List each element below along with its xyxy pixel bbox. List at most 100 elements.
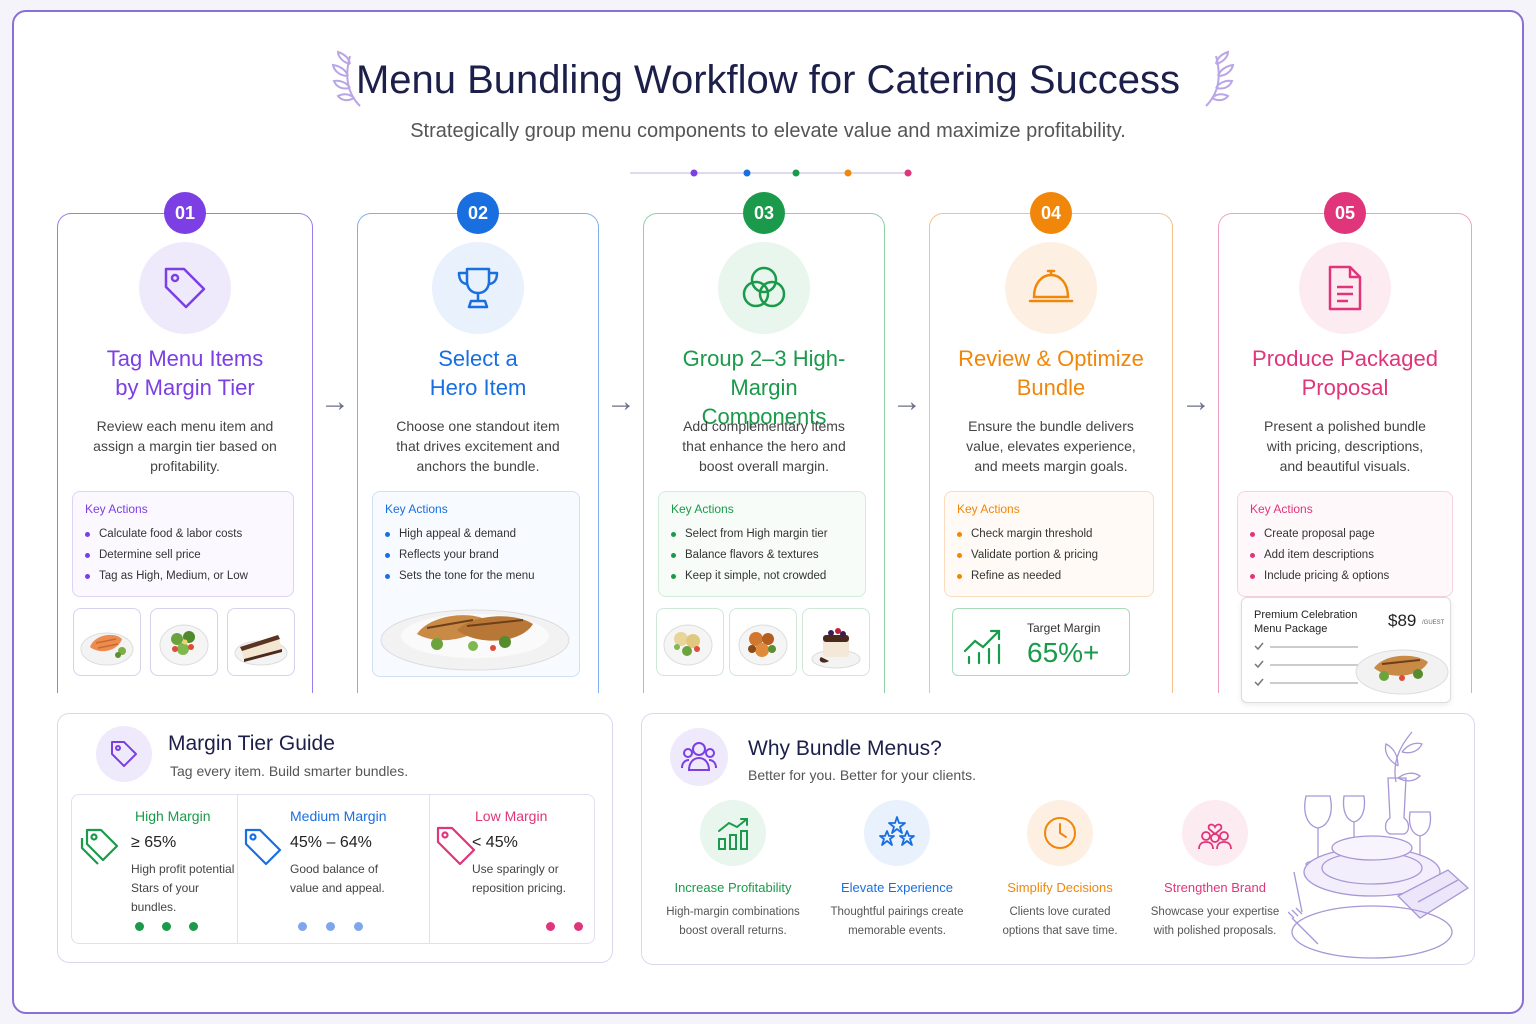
tier-guide-title: Margin Tier Guide xyxy=(168,732,335,755)
benefit-desc-line: memorable events. xyxy=(848,925,946,937)
proposal-dish-image xyxy=(1355,649,1449,695)
tier-dot xyxy=(546,922,555,931)
benefit-title: Simplify Decisions xyxy=(1007,880,1113,895)
tag-icon xyxy=(436,826,476,866)
tier-range: < 45% xyxy=(472,834,518,851)
desc-line: Add complementary items xyxy=(683,418,845,434)
salmon-dish-image xyxy=(73,608,141,676)
benefit-increase-profitability: Increase Profitability High-margin combi… xyxy=(658,800,808,941)
benefit-desc-line: Thoughtful pairings create xyxy=(830,906,964,918)
people-heart-icon xyxy=(1198,823,1232,850)
dessert-slice-image xyxy=(227,608,295,676)
benefit-icon-circle xyxy=(1027,800,1093,866)
benefit-icon-circle xyxy=(700,800,766,866)
tier-table xyxy=(71,794,595,944)
tier-name: High Margin xyxy=(135,808,211,824)
action-item: Reflects your brand xyxy=(385,545,567,566)
tier-divider xyxy=(237,795,238,943)
desc-line: Review each menu item and xyxy=(96,418,274,434)
cloche-icon xyxy=(1028,269,1074,303)
step-title-line: Proposal xyxy=(1301,375,1389,400)
right-laurel-icon xyxy=(1205,50,1235,107)
key-actions-heading: Key Actions xyxy=(671,502,734,516)
left-laurel-icon xyxy=(331,50,361,107)
benefit-desc-line: boost overall returns. xyxy=(679,925,787,937)
tag-icon xyxy=(80,828,119,865)
benefit-strengthen-brand: Strengthen Brand Showcase your expertise… xyxy=(1140,800,1290,941)
action-item: Select from High margin tier xyxy=(671,524,853,545)
key-actions-box: Key Actions Select from High margin tier… xyxy=(658,491,866,597)
key-actions-heading: Key Actions xyxy=(1250,502,1313,516)
flow-arrow-icon: → xyxy=(1181,385,1211,418)
benefit-description: Thoughtful pairings create memorable even… xyxy=(822,903,972,941)
benefit-title: Increase Profitability xyxy=(674,880,792,895)
step-title-line: Produce Packaged xyxy=(1252,346,1438,371)
flow-arrow-icon: → xyxy=(892,385,922,418)
action-item: Sets the tone for the menu xyxy=(385,566,567,587)
hero-dish-image xyxy=(380,609,570,671)
tier-dot xyxy=(162,922,171,931)
benefit-desc-line: High-margin combinations xyxy=(666,906,800,918)
benefit-description: High-margin combinations boost overall re… xyxy=(658,903,808,941)
tier-desc-line: High profit potential xyxy=(131,862,235,876)
action-item: High appeal & demand xyxy=(385,524,567,545)
desc-line: that drives excitement and xyxy=(396,438,560,454)
desc-line: anchors the bundle. xyxy=(416,458,540,474)
key-actions-heading: Key Actions xyxy=(85,502,148,516)
desc-line: that enhance the hero and xyxy=(682,438,846,454)
benefit-title: Strengthen Brand xyxy=(1164,880,1266,895)
benefit-simplify-decisions: Simplify Decisions Clients love curated o… xyxy=(985,800,1135,941)
checklist-lines xyxy=(1254,642,1358,687)
action-item: Tag as High, Medium, or Low xyxy=(85,566,281,587)
step-number-badge: 02 xyxy=(457,192,499,234)
why-subtitle: Better for you. Better for your clients. xyxy=(748,767,976,783)
margin-tier-guide-panel: Margin Tier Guide Tag every item. Build … xyxy=(57,713,613,963)
tier-guide-icon-circle xyxy=(96,726,152,782)
step-number-badge: 01 xyxy=(164,192,206,234)
roasted-vegetables-image xyxy=(729,608,797,676)
proposal-name-line: Premium Celebration xyxy=(1254,609,1358,621)
grain-salad-image xyxy=(656,608,724,676)
benefit-desc-line: options that save time. xyxy=(1002,925,1118,937)
action-item: Include pricing & options xyxy=(1250,566,1440,587)
divider-dots xyxy=(630,169,912,177)
why-title: Why Bundle Menus? xyxy=(748,737,942,760)
benefit-desc-line: Showcase your expertise xyxy=(1150,906,1280,918)
step-title-line: Group 2–3 High-Margin xyxy=(682,346,846,400)
benefit-elevate-experience: Elevate Experience Thoughtful pairings c… xyxy=(822,800,972,941)
desc-line: value, elevates experience, xyxy=(966,438,1136,454)
desc-line: Ensure the bundle delivers xyxy=(968,418,1134,434)
key-actions-heading: Key Actions xyxy=(385,502,448,516)
page-subtitle: Strategically group menu components to e… xyxy=(410,120,1126,142)
desc-line: assign a margin tier based on xyxy=(93,438,277,454)
tier-desc-line: Stars of your bundles. xyxy=(131,881,200,914)
flow-arrow-icon: → xyxy=(320,385,350,418)
benefit-desc-line: Clients love curated xyxy=(1009,906,1111,918)
target-margin-label: Target Margin xyxy=(1027,621,1101,635)
tier-name: Medium Margin xyxy=(290,808,387,824)
step-description: Add complementary items that enhance the … xyxy=(662,416,866,476)
tag-icon xyxy=(111,741,137,767)
action-item: Calculate food & labor costs xyxy=(85,524,281,545)
table-setting-illustration xyxy=(1288,731,1470,959)
tier-divider xyxy=(429,795,430,943)
venn-circles-icon xyxy=(742,266,786,308)
why-bundle-panel: Why Bundle Menus? Better for you. Better… xyxy=(641,713,1475,965)
desc-line: boost overall margin. xyxy=(699,458,829,474)
step-description: Ensure the bundle delivers value, elevate… xyxy=(948,416,1154,476)
tier-dot xyxy=(189,922,198,931)
step-title-line: by Margin Tier xyxy=(115,375,255,400)
tier-dot xyxy=(574,922,583,931)
step-icon-circle xyxy=(432,242,524,334)
step-title-line: Bundle xyxy=(1016,375,1086,400)
